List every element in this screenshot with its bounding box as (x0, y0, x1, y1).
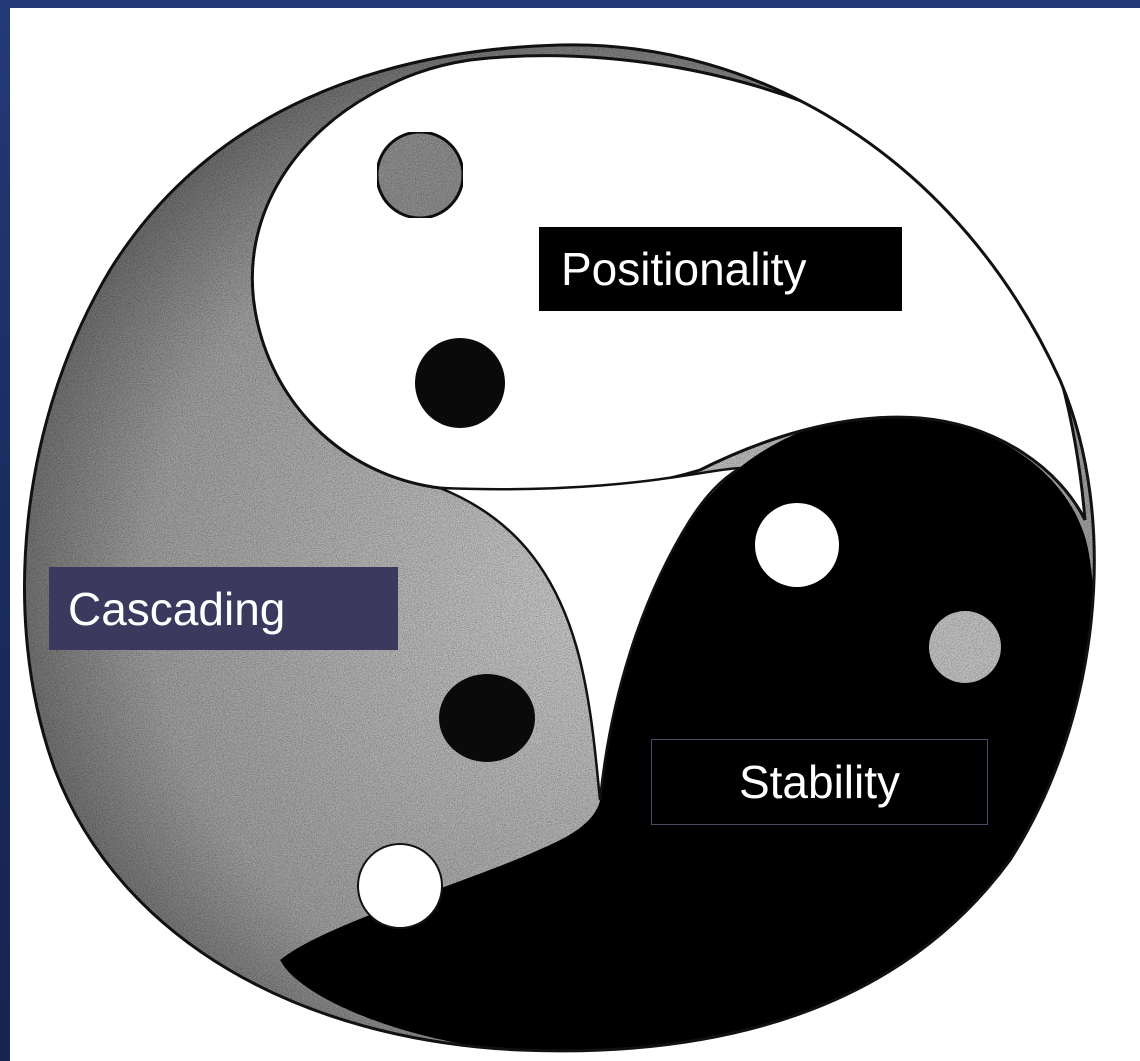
positionality-label: Positionality (539, 227, 902, 311)
cascading-label: Cascading (49, 567, 398, 650)
stability-label: Stability (651, 739, 988, 825)
dots (357, 130, 1001, 929)
grey-dot-in-white-region (375, 130, 465, 220)
grey-dot-in-dark-region (929, 611, 1001, 683)
dark-dot-in-white-region (415, 338, 505, 428)
white-dot-in-grey-region (357, 843, 443, 929)
white-dot-in-dark-region (755, 503, 839, 587)
dark-region (280, 414, 1095, 1051)
dark-dot-in-grey-region (439, 674, 535, 762)
